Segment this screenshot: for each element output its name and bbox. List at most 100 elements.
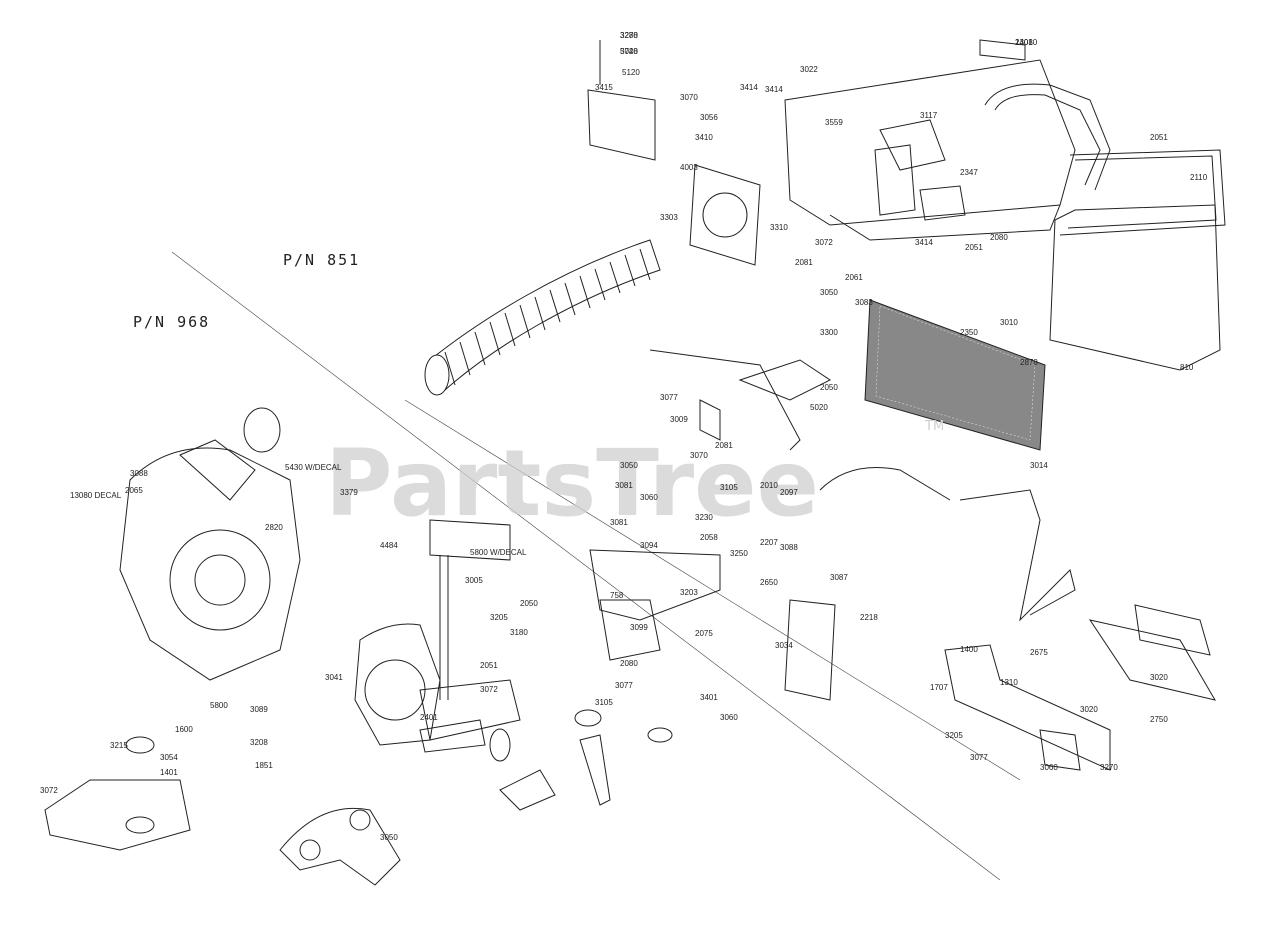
part-callout-33: 3300 [820,328,838,337]
part-callout-22: 810 [1180,363,1194,372]
part-callout-58: 3094 [640,541,658,550]
partstree-watermark: PartsTree [325,430,819,537]
part-callout-14: 2347 [960,168,978,177]
part-callout-78: 1851 [255,761,273,770]
part-callout-70: 3180 [510,628,528,637]
part-callout-100: 3105 [595,698,613,707]
part-callout-0: 13080 [1015,38,1038,47]
part-callout-74: 3089 [250,705,268,714]
part-callout-31: 2050 [820,383,838,392]
part-callout-38: 2010 [760,481,778,490]
part-callout-97: 2080 [620,659,638,668]
part-callout-104: 5720 [620,47,638,56]
part-callout-56: 3105 [720,483,738,492]
part-callout-40: 3014 [1030,461,1048,470]
part-callout-9: 3022 [800,65,818,74]
part-callout-67: 3005 [465,576,483,585]
part-callout-57: 3081 [610,518,628,527]
part-callout-69: 3205 [490,613,508,622]
part-callout-93: 3270 [1100,763,1118,772]
part-callout-94: 3020 [1150,673,1168,682]
part-callout-32: 5020 [810,403,828,412]
impeller-plate [354,623,441,746]
part-callout-42: 2065 [125,486,143,495]
part-callout-64: 2218 [860,613,878,622]
part-callout-16: 2110 [1190,173,1208,182]
part-callout-11: 3559 [825,118,843,127]
part-callout-21: 2080 [990,233,1008,242]
part-callout-59: 3250 [730,549,748,558]
part-callout-27: 2061 [845,273,863,282]
model-divider-lines [171,251,1021,881]
part-callout-51: 3060 [640,493,658,502]
grass-bag [1049,204,1221,371]
part-callout-84: 1400 [960,645,978,654]
model-label-968: P/N 968 [133,313,210,331]
part-callout-102: 2401 [1015,38,1033,47]
part-callout-53: 2058 [700,533,718,542]
flexible-hose [424,239,661,396]
part-callout-46: 4484 [380,541,398,550]
part-callout-41: 3088 [130,469,148,478]
part-callout-6: 3070 [680,93,698,102]
part-callout-8: 3410 [695,133,713,142]
part-callout-72: 3072 [480,685,498,694]
part-callout-30: 2878 [1020,358,1038,367]
part-callout-48: 5800 W/DECAL [470,548,527,557]
part-callout-68: 2050 [520,599,538,608]
part-callout-76: 1600 [175,725,193,734]
part-callout-17: 3303 [660,213,678,222]
frame-brackets [589,349,831,661]
part-callout-26: 2081 [795,258,813,267]
part-callout-54: 2207 [760,538,778,547]
part-callout-80: 3054 [160,753,178,762]
part-callout-7: 3056 [700,113,718,122]
part-callout-18: 3310 [770,223,788,232]
part-callout-98: 3060 [720,713,738,722]
part-callout-43: 13080 DECAL [70,491,122,500]
part-callout-47: 2820 [265,523,283,532]
part-callout-13: 4003 [680,163,698,172]
model-label-851: P/N 851 [283,251,360,269]
bagger-hood [784,59,1076,241]
part-callout-44: 5430 W/DECAL [285,463,342,472]
part-callout-37: 3070 [690,451,708,460]
part-callout-90: 3020 [1080,705,1098,714]
part-callout-1: 3270 [620,31,638,40]
part-callout-62: 3203 [680,588,698,597]
part-callout-92: 3060 [1040,763,1058,772]
part-callout-12: 3117 [920,111,938,120]
part-callout-63: 3099 [630,623,648,632]
part-callout-71: 2051 [480,661,498,670]
part-callout-25: 3072 [815,238,833,247]
part-callout-61: 2650 [760,578,778,587]
part-callout-79: 3041 [325,673,343,682]
part-callout-55: 3088 [780,543,798,552]
part-callout-29: 3083 [855,298,873,307]
part-callout-86: 1310 [1000,678,1018,687]
part-callout-89: 3077 [970,753,988,762]
part-callout-15: 2051 [1150,133,1168,142]
adapter-plate [689,164,761,266]
part-callout-50: 3081 [615,481,633,490]
part-callout-36: 2081 [715,441,733,450]
part-callout-99: 2401 [420,713,438,722]
part-callout-2: 3048 [620,47,638,56]
hood-bracket [587,40,656,161]
pulley-arm-assembly [44,736,401,886]
part-callout-103: 3288 [620,31,638,40]
part-callout-77: 3215 [110,741,128,750]
part-callout-95: 3077 [615,681,633,690]
handle-frame [984,83,1226,236]
part-callout-60: 3087 [830,573,848,582]
part-callout-49: 3050 [620,461,638,470]
idler-pulleys [489,709,673,811]
part-callout-19: 3414 [915,238,933,247]
part-callout-83: 3050 [380,833,398,842]
screen-filter [864,299,1046,451]
part-callout-5: 3414 [765,85,783,94]
part-callout-88: 3205 [945,731,963,740]
center-mount-bracket [419,519,521,753]
